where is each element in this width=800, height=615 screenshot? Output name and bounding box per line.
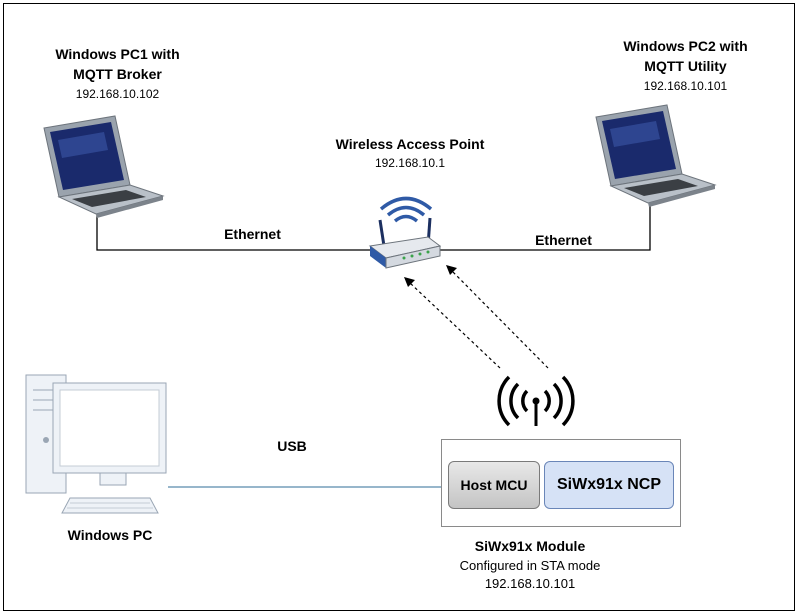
left-ethernet-label: Ethernet (224, 226, 281, 242)
wireless-arrow-right (446, 265, 549, 369)
pc2-title-line2: MQTT Utility (644, 58, 727, 74)
antenna-signal-icon (497, 375, 575, 427)
wireless-router-icon (368, 196, 442, 269)
module-mode: Configured in STA mode (459, 558, 601, 573)
wireless-arrow-left (404, 277, 501, 369)
pc1-title-line2: MQTT Broker (73, 66, 162, 82)
module-title: SiWx91x Module (474, 538, 586, 554)
laptop-pc2-icon (595, 104, 717, 207)
usb-label: USB (277, 438, 307, 454)
module-ip: 192.168.10.101 (484, 576, 576, 591)
desktop-pc-icon (25, 374, 167, 514)
access-point-ip: 192.168.10.1 (374, 156, 446, 170)
laptop-pc1-icon (43, 115, 165, 218)
desktop-pc-title: Windows PC (67, 527, 153, 543)
pc2-ip: 192.168.10.101 (643, 79, 728, 93)
right-ethernet-label: Ethernet (535, 232, 592, 248)
pc2-title-line1: Windows PC2 with (623, 38, 748, 54)
host-mcu-block: Host MCU (448, 461, 540, 509)
left-ethernet-line (96, 212, 370, 251)
access-point-title: Wireless Access Point (335, 136, 485, 152)
diagram-frame (3, 3, 795, 611)
pc1-title-line1: Windows PC1 with (55, 46, 180, 62)
siwx91x-ncp-block: SiWx91x NCP (544, 461, 674, 509)
pc1-ip: 192.168.10.102 (75, 87, 160, 101)
